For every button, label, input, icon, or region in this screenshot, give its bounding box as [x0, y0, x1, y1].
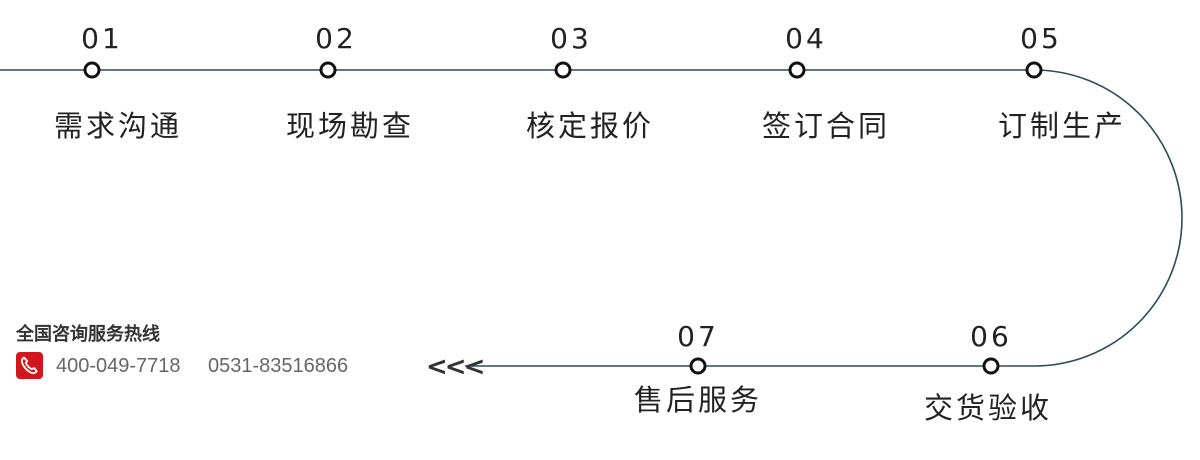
step-label-07: 售后服务: [633, 383, 763, 417]
direction-arrows: <<<: [426, 352, 485, 382]
step-label-04: 签订合同: [761, 109, 891, 143]
step-node-07: [689, 357, 707, 375]
track-line: [0, 69, 1183, 367]
step-node-01: [83, 61, 101, 79]
hotline-phone-2[interactable]: 0531-83516866: [208, 355, 349, 377]
step-label-02: 现场勘查: [285, 109, 415, 143]
step-number-01: 01: [81, 22, 123, 55]
step-label-03: 核定报价: [525, 109, 655, 143]
step-label-05: 订制生产: [997, 109, 1127, 143]
step-node-03: [554, 61, 572, 79]
step-node-04: [788, 61, 806, 79]
step-node-06: [982, 357, 1000, 375]
step-number-07: 07: [677, 320, 719, 353]
step-label-06: 交货验收: [923, 391, 1053, 425]
phone-icon: [16, 352, 43, 379]
step-number-02: 02: [315, 22, 357, 55]
hotline-phone-1[interactable]: 400-049-7718: [56, 355, 181, 377]
step-node-05: [1025, 61, 1043, 79]
step-number-03: 03: [550, 22, 592, 55]
hotline-title: 全国咨询服务热线: [16, 324, 160, 345]
step-label-01: 需求沟通: [53, 109, 183, 143]
step-node-02: [319, 61, 337, 79]
step-number-06: 06: [970, 320, 1012, 353]
step-number-05: 05: [1020, 22, 1062, 55]
step-number-04: 04: [785, 22, 827, 55]
